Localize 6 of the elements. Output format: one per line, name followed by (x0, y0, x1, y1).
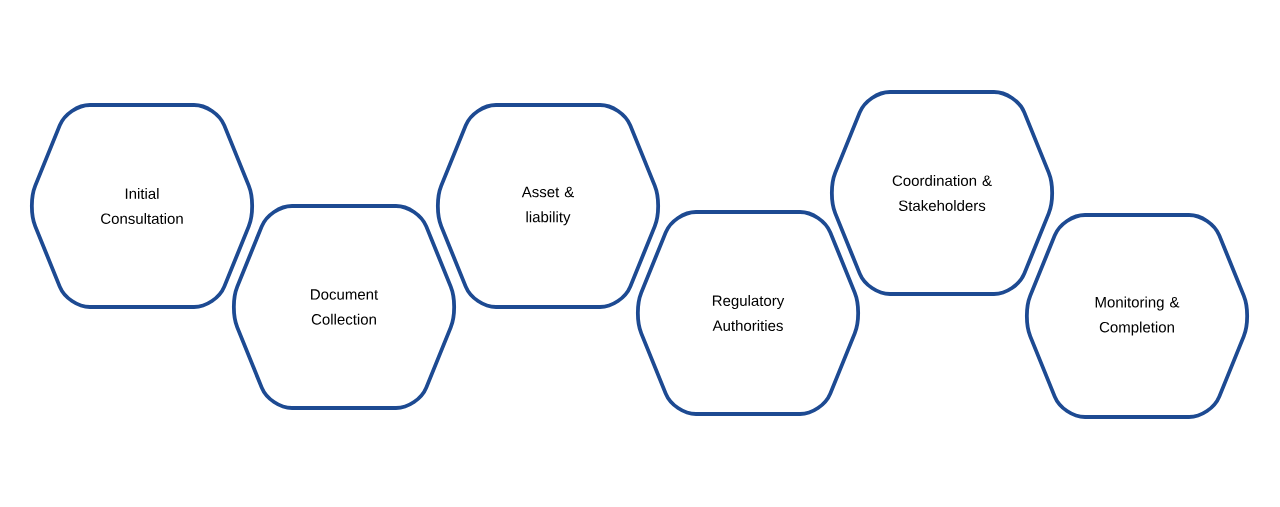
hexagon-node: Regulatory Authorities (635, 210, 861, 416)
hexagon-node: Coordination & Stakeholders (829, 90, 1055, 296)
hexagon-node: Document Collection (231, 204, 457, 410)
hexagon-node: Monitoring & Completion (1024, 213, 1250, 419)
hexagon-node: Initial Consultation (29, 103, 255, 309)
hexagon-node: Asset & liability (435, 103, 661, 309)
